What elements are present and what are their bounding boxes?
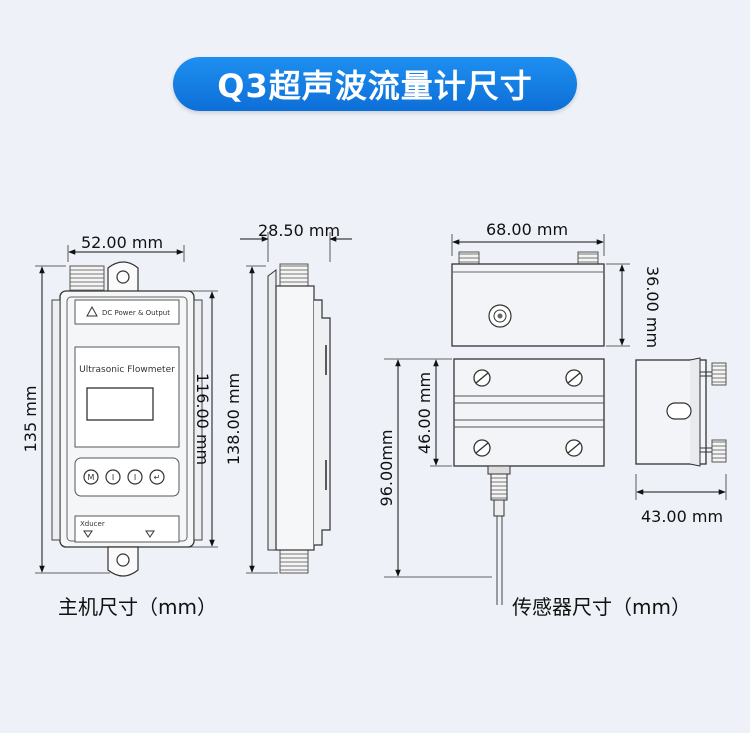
dim-sensor-total-height: 96.00mm xyxy=(377,358,492,578)
panel-bottom-label: Xducer xyxy=(80,520,105,528)
dim-sensor-clamp-height-label: 46.00 mm xyxy=(415,372,434,454)
host-caption: 主机尺寸（mm） xyxy=(58,595,217,619)
page-title: Q3超声波流量计尺寸 xyxy=(217,67,533,105)
dim-host-body-height-label: 116.00 mm xyxy=(193,373,212,465)
screw-icon xyxy=(473,439,491,457)
keypad-button-enter xyxy=(149,469,165,485)
dim-sensor-width-label: 68.00 mm xyxy=(486,220,568,239)
host-display-window xyxy=(86,387,154,421)
down-triangle-icon xyxy=(83,530,93,538)
dim-host-total-height: 135 mm xyxy=(21,265,110,574)
svg-text:↵: ↵ xyxy=(154,473,161,482)
panel-brand-label: Ultrasonic Flowmeter xyxy=(79,365,175,375)
sensor-side-view xyxy=(635,357,727,467)
keypad-button-down xyxy=(127,469,143,485)
sensor-top-view xyxy=(451,251,605,347)
screw-icon xyxy=(565,369,583,387)
dim-host-depth: 28.50 mm xyxy=(240,221,352,262)
dim-sensor-clamp-height: 46.00 mm xyxy=(415,358,452,467)
screw-icon xyxy=(565,439,583,457)
dim-host-width-label: 52.00 mm xyxy=(81,233,163,252)
keypad-button-up xyxy=(105,469,121,485)
dim-host-total-height-label: 135 mm xyxy=(21,386,40,453)
sensor-clamp-view xyxy=(453,358,605,605)
dim-sensor-side-width: 43.00 mm xyxy=(635,474,727,526)
dim-host-width: 52.00 mm xyxy=(67,233,185,262)
dim-sensor-top-height-label: 36.00 mm xyxy=(643,266,662,348)
svg-text:I: I xyxy=(134,473,136,482)
dim-sensor-top-height: 36.00 mm xyxy=(606,263,662,348)
panel-top-label: DC Power & Output xyxy=(102,309,170,317)
svg-text:M: M xyxy=(88,473,95,482)
dim-host-body-height: 116.00 mm xyxy=(186,290,218,548)
host-front-view: DC Power & Output Ultrasonic Flowmeter M… xyxy=(51,261,203,577)
dim-sensor-side-width-label: 43.00 mm xyxy=(641,507,723,526)
warning-triangle-icon xyxy=(86,305,98,317)
host-side-view xyxy=(267,263,331,574)
host-top-connector xyxy=(69,265,105,293)
dim-host-side-height: 138.00 mm xyxy=(224,265,278,574)
title-banner: Q3超声波流量计尺寸 xyxy=(173,57,577,111)
down-triangle-icon xyxy=(145,530,155,538)
dim-sensor-total-height-label: 96.00mm xyxy=(377,430,396,507)
keypad-button-m xyxy=(83,469,99,485)
screw-icon xyxy=(473,369,491,387)
dim-sensor-width: 68.00 mm xyxy=(451,220,605,256)
svg-text:I: I xyxy=(112,473,114,482)
dim-host-side-height-label: 138.00 mm xyxy=(224,373,243,465)
host-keypad xyxy=(74,457,180,497)
sensor-caption: 传感器尺寸（mm） xyxy=(512,595,691,619)
dim-host-depth-label: 28.50 mm xyxy=(258,221,340,240)
